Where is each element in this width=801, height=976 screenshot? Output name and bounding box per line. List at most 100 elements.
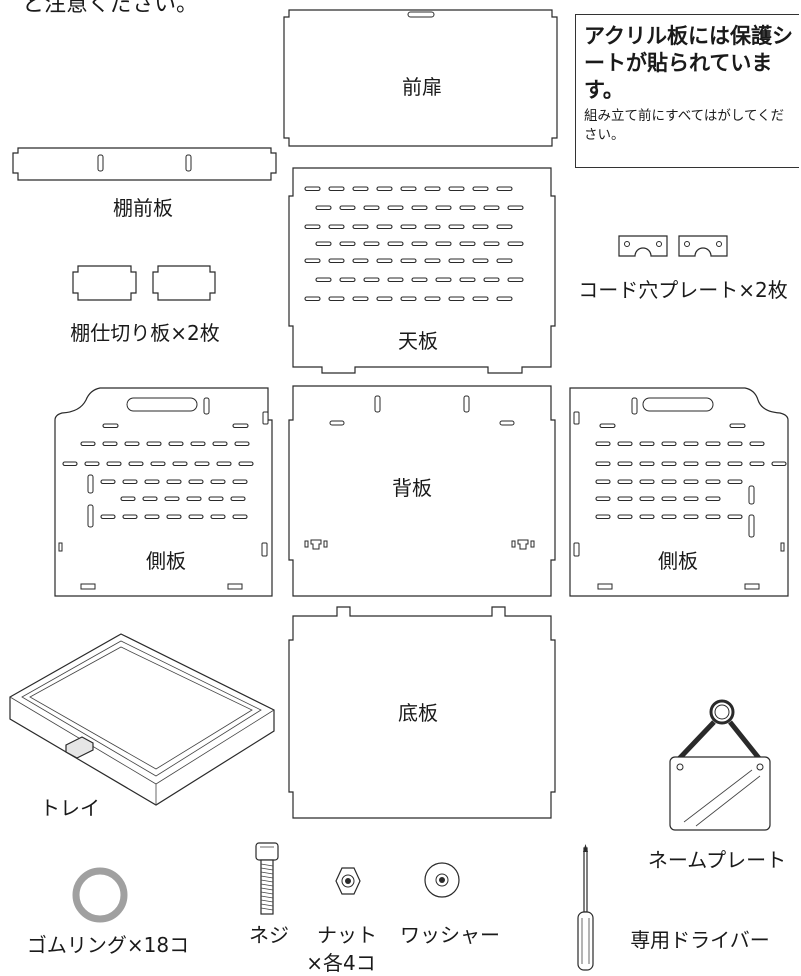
vent-slot (339, 241, 356, 247)
vent-slot (400, 296, 417, 302)
vent-slot (448, 186, 465, 192)
left-side-label: 側板 (146, 549, 186, 573)
vent-slot (639, 479, 655, 485)
vent-slot (424, 296, 441, 302)
vent-slot (705, 479, 721, 485)
name-plate-illustration: ネームプレート (648, 699, 786, 872)
vent-slot (230, 496, 246, 502)
vent-slot (210, 479, 226, 485)
vent-slot (188, 514, 204, 520)
vent-slot (496, 224, 513, 230)
protective-sheet-note: アクリル板には保護シートが貼られています。 組み立て前にすべてはがしてください。 (575, 14, 799, 168)
vent-slot (411, 241, 428, 247)
vent-slot (448, 296, 465, 302)
vent-slot (339, 205, 356, 211)
vent-slot (352, 224, 369, 230)
vent-slot (186, 496, 202, 502)
vent-slot (400, 224, 417, 230)
vent-slot (315, 241, 332, 247)
vent-slot (661, 479, 677, 485)
vent-slot (363, 241, 380, 247)
top-board-panel: 天板 (288, 167, 556, 374)
vent-slot (188, 479, 204, 485)
vent-slot (435, 205, 452, 211)
vent-slot (84, 461, 100, 467)
vent-slot (376, 224, 393, 230)
vent-slot (168, 441, 184, 447)
vent-slot (661, 441, 677, 447)
vent-slot (661, 514, 677, 520)
vent-slot (144, 479, 160, 485)
vent-slot (304, 224, 321, 230)
vent-slot (472, 186, 489, 192)
vent-slot (164, 496, 180, 502)
vent-slot (363, 205, 380, 211)
vent-slot (749, 441, 765, 447)
vent-slot (232, 514, 248, 520)
nut-label: ナット (317, 923, 377, 947)
screw-label: ネジ (249, 923, 289, 947)
vent-slot (100, 479, 116, 485)
cord-hole-plates: コード穴プレート×2枚 (578, 235, 788, 302)
vent-slot (166, 479, 182, 485)
vent-slot (190, 441, 206, 447)
name-plate-label: ネームプレート (648, 848, 786, 872)
screwdriver-illustration: 専用ドライバー (577, 844, 770, 971)
vent-slot (62, 461, 78, 467)
shelf-divider-label: 棚仕切り板×2枚 (70, 321, 219, 345)
vent-slot (352, 186, 369, 192)
vent-slot (729, 423, 746, 429)
vent-slot (376, 296, 393, 302)
vent-slot (727, 514, 743, 520)
vent-slot (232, 423, 249, 429)
vent-slot (749, 461, 765, 467)
back-board-label: 背板 (392, 476, 432, 500)
vent-slot (705, 461, 721, 467)
vent-slot (459, 205, 476, 211)
vent-slot (210, 514, 226, 520)
vent-slot (387, 277, 404, 283)
vent-slot (617, 496, 633, 502)
vent-slot (315, 205, 332, 211)
shelf-front-panel: 棚前板 (12, 147, 277, 220)
vent-slot (617, 441, 633, 447)
vent-slot (352, 296, 369, 302)
right-side-slots (595, 423, 787, 520)
vent-slot (106, 461, 122, 467)
vent-slot (166, 514, 182, 520)
vent-slot (595, 496, 611, 502)
vent-slot (705, 514, 721, 520)
header-fragment: と注意ください。 (22, 0, 199, 17)
vent-slot (595, 461, 611, 467)
vent-slot (352, 258, 369, 264)
vent-slot (683, 514, 699, 520)
vent-slot (496, 296, 513, 302)
vent-slot (120, 496, 136, 502)
vent-slot (661, 461, 677, 467)
vent-slot (683, 441, 699, 447)
right-side-label: 側板 (658, 549, 698, 573)
vent-slot (507, 205, 524, 211)
front-door-label: 前扉 (402, 75, 442, 99)
washer-label: ワッシャー (400, 923, 500, 947)
vent-slot (376, 258, 393, 264)
vent-slot (122, 514, 138, 520)
vent-slot (328, 296, 345, 302)
vent-slot (172, 461, 188, 467)
vent-slot (142, 496, 158, 502)
vent-slot (661, 496, 677, 502)
vent-slot (448, 258, 465, 264)
vent-slot (124, 441, 140, 447)
vent-slot (411, 205, 428, 211)
vent-slot (639, 461, 655, 467)
vent-slot (194, 461, 210, 467)
vent-slot (400, 258, 417, 264)
vent-slot (212, 441, 228, 447)
right-side-panel: 側板 (569, 387, 789, 597)
rubber-ring-label: ゴムリング×18コ (27, 933, 189, 957)
vent-slot (496, 186, 513, 192)
vent-slot (683, 496, 699, 502)
vent-slot (424, 224, 441, 230)
vent-slot (595, 479, 611, 485)
